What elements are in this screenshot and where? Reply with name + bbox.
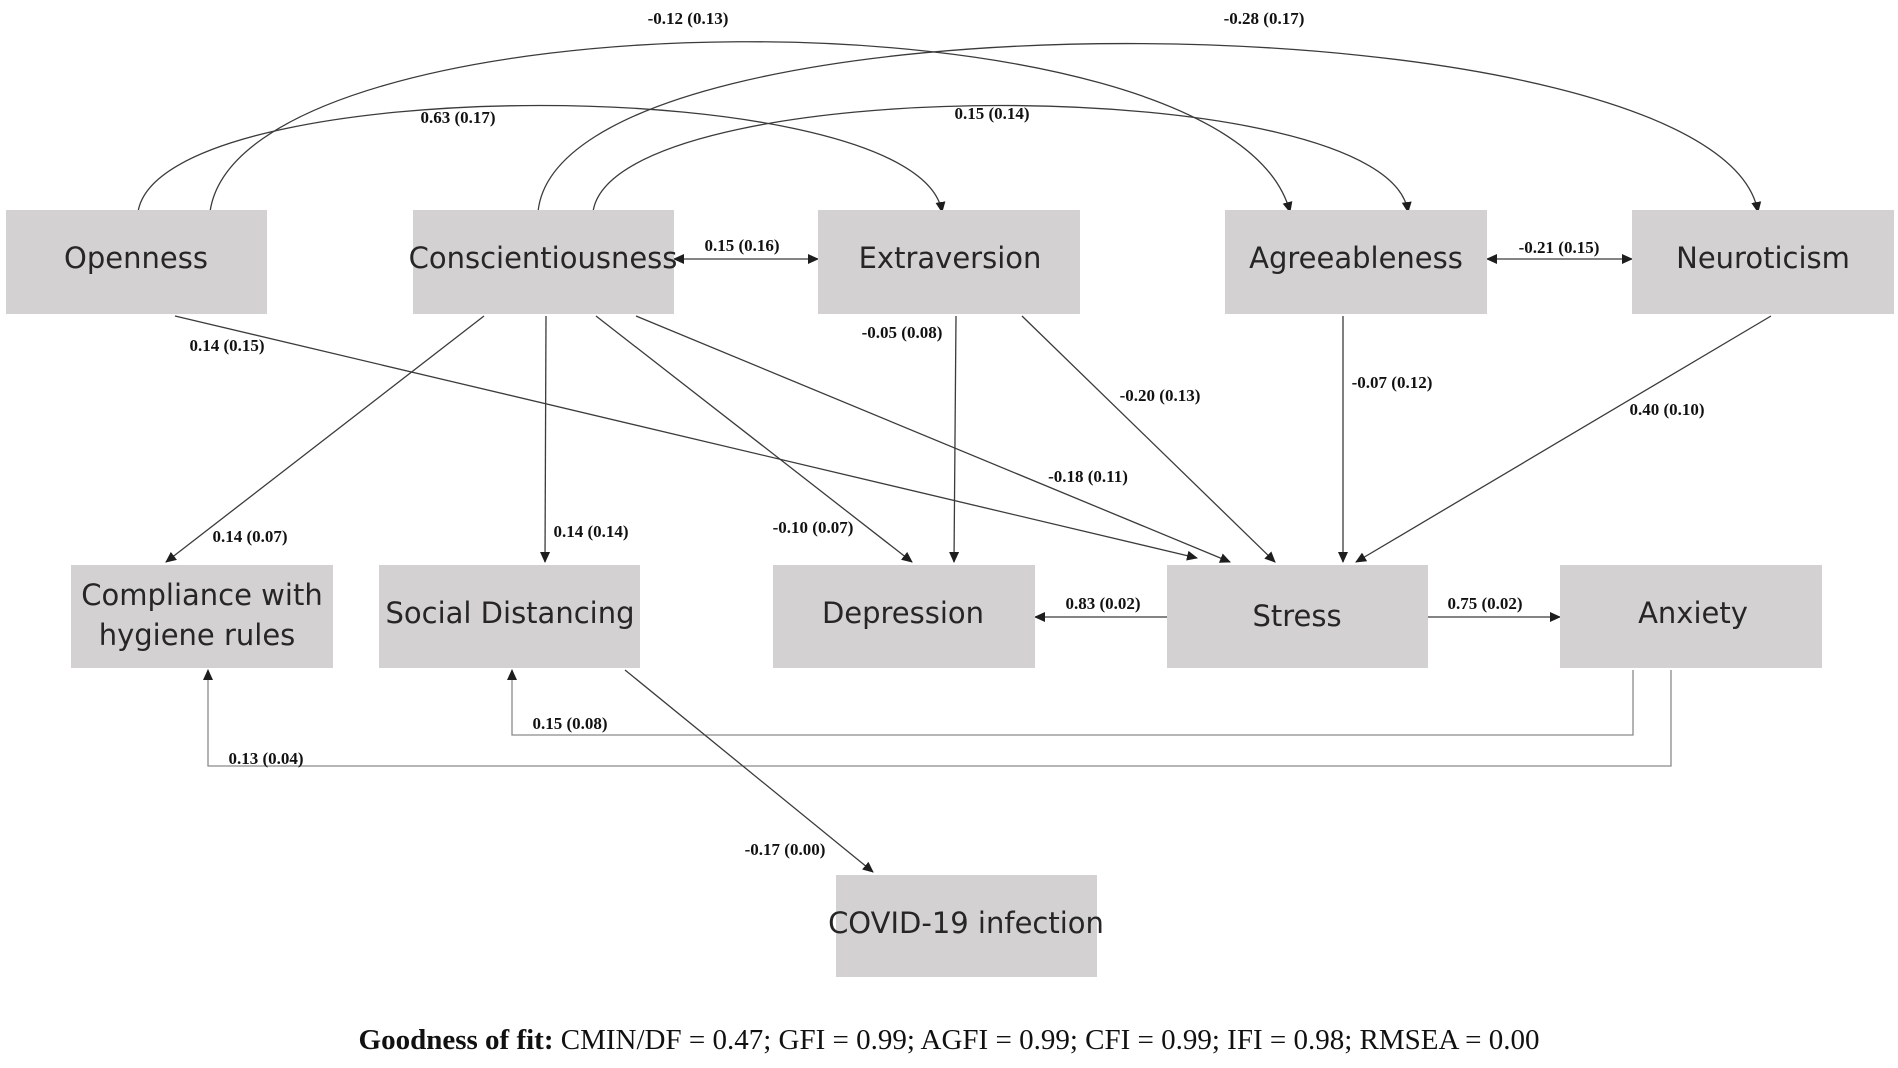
path-conscientiousness-stress — [635, 315, 1231, 563]
coef-open-extra-cov: 0.63 (0.17) — [420, 108, 495, 127]
node-label-neuroticism: Neuroticism — [1676, 241, 1850, 275]
path-anxiety-social — [507, 669, 1634, 736]
node-depression: Depression — [773, 565, 1035, 668]
node-label-extraversion: Extraversion — [859, 241, 1042, 275]
coef-cons-compliance: 0.14 (0.07) — [212, 527, 287, 546]
coef-cons-agree-cov2: 0.15 (0.14) — [954, 104, 1029, 123]
node-label-compliance-line2: hygiene rules — [99, 618, 296, 652]
path-anxiety-compliance — [203, 669, 1672, 767]
node-extraversion: Extraversion — [818, 210, 1080, 314]
coef-agree-neuro-cov: -0.21 (0.15) — [1519, 238, 1600, 257]
path-neuroticism-stress — [1355, 315, 1772, 563]
node-anxiety: Anxiety — [1560, 565, 1822, 668]
coef-open-neuro-cov: -0.28 (0.17) — [1224, 9, 1305, 28]
node-label-conscientiousness: Conscientiousness — [409, 241, 678, 275]
path-openness-stress — [174, 315, 1198, 561]
node-label-depression: Depression — [822, 596, 984, 630]
node-label-compliance-line1: Compliance with — [81, 578, 322, 612]
coef-anxiety-compliance: 0.13 (0.04) — [228, 749, 303, 768]
node-label-stress: Stress — [1252, 599, 1341, 633]
node-label-covid: COVID-19 infection — [828, 906, 1104, 940]
node-social-distancing: Social Distancing — [379, 565, 640, 668]
coef-stress-anxiety: 0.75 (0.02) — [1447, 594, 1522, 613]
node-label-social-distancing: Social Distancing — [385, 596, 634, 630]
goodness-of-fit-line: Goodness of fit: CMIN/DF = 0.47; GFI = 0… — [0, 1024, 1898, 1057]
coef-extra-stress: -0.20 (0.13) — [1120, 386, 1201, 405]
coef-agree-stress: -0.07 (0.12) — [1352, 373, 1433, 392]
path-conscientiousness-depression — [595, 315, 913, 563]
coef-cons-social: 0.14 (0.14) — [553, 522, 628, 541]
coef-social-covid: -0.17 (0.00) — [745, 840, 826, 859]
goodness-of-fit-stats: CMIN/DF = 0.47; GFI = 0.99; AGFI = 0.99;… — [553, 1024, 1540, 1056]
cov-curve-openness-extraversion — [131, 104, 946, 223]
coef-neuro-stress: 0.40 (0.10) — [1629, 400, 1704, 419]
node-neuroticism: Neuroticism — [1632, 210, 1894, 314]
path-extraversion-stress — [1021, 315, 1276, 563]
path-social-covid — [624, 669, 874, 873]
path-conscientiousness-compliance — [165, 315, 485, 563]
node-compliance: Compliance with hygiene rules — [71, 565, 333, 668]
coef-cons-extra-cov: 0.15 (0.16) — [704, 236, 779, 255]
path-conscientiousness-social — [540, 315, 551, 563]
cov-curve-conscientiousness-neuroticism — [532, 42, 1762, 223]
coef-cons-agree-cov: -0.12 (0.13) — [648, 9, 729, 28]
coef-stress-depression: 0.83 (0.02) — [1065, 594, 1140, 613]
coef-open-stress: 0.14 (0.15) — [189, 336, 264, 355]
path-extraversion-depression — [949, 315, 960, 563]
coef-cons-stress: -0.18 (0.11) — [1048, 467, 1128, 486]
node-agreeableness: Agreeableness — [1225, 210, 1487, 314]
node-openness: Openness — [6, 210, 267, 314]
coef-anxiety-social: 0.15 (0.08) — [532, 714, 607, 733]
node-covid: COVID-19 infection — [828, 875, 1104, 977]
node-conscientiousness: Conscientiousness — [409, 210, 678, 314]
node-label-openness: Openness — [64, 241, 208, 275]
node-stress: Stress — [1167, 565, 1428, 668]
node-label-anxiety: Anxiety — [1638, 596, 1748, 630]
cov-curve-conscientiousness-agreeableness — [203, 41, 1293, 223]
coef-cons-depression: -0.10 (0.07) — [773, 518, 854, 537]
cov-curve-conscientiousness-agreeableness-inner — [586, 104, 1412, 223]
goodness-of-fit-label: Goodness of fit: — [358, 1024, 554, 1056]
node-label-agreeableness: Agreeableness — [1249, 241, 1463, 275]
coef-extra-depression: -0.05 (0.08) — [862, 323, 943, 342]
